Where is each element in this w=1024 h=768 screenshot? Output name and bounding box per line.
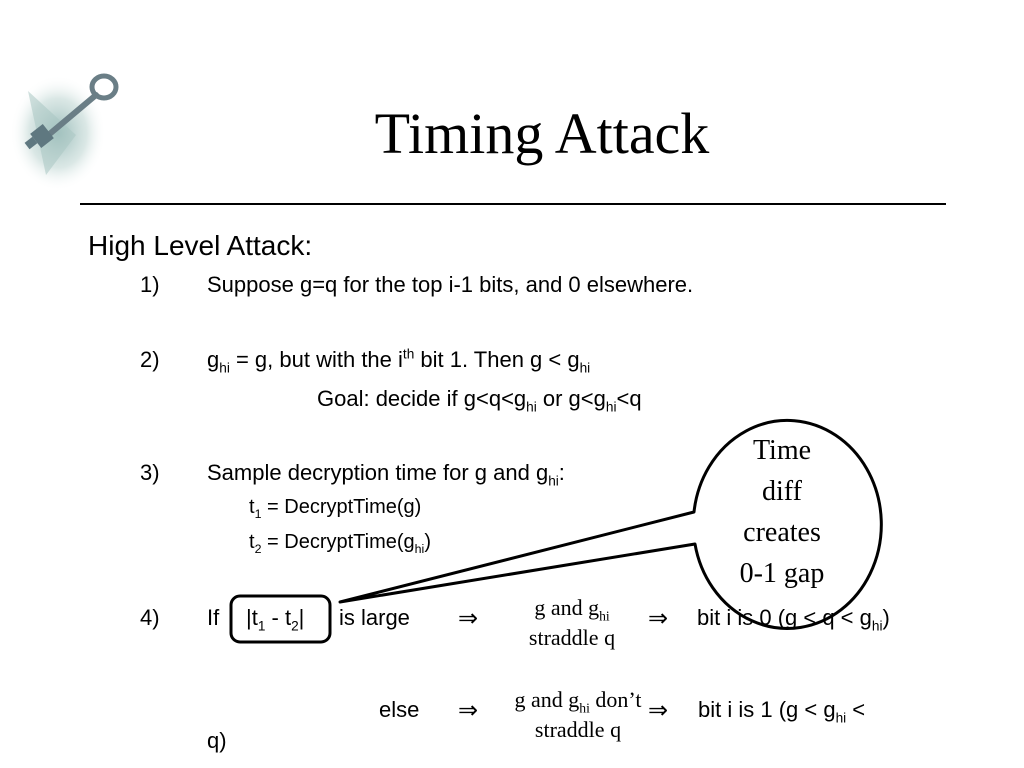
title-divider: [80, 203, 946, 205]
implies-2: ⇒: [648, 606, 669, 632]
implies-3: ⇒: [458, 698, 479, 724]
slide-title: Timing Attack: [374, 101, 710, 166]
step1-number: 1): [140, 272, 160, 297]
callout-text: Time diff creates 0-1 gap: [739, 435, 825, 589]
step2-goal: Goal: decide if g<q<ghi or g<ghi<q: [317, 386, 642, 415]
implies-1: ⇒: [458, 606, 479, 632]
step4-number: 4): [140, 605, 160, 630]
step3-t2: t2 = DecryptTime(ghi): [249, 531, 431, 556]
step2-text: ghi = g, but with the ith bit 1. Then g …: [207, 346, 591, 376]
straddle-label: g and ghi straddle q: [528, 595, 616, 650]
implies-4: ⇒: [648, 698, 669, 724]
is-large: is large: [339, 605, 410, 630]
step3-t1: t1 = DecryptTime(g): [249, 496, 422, 521]
step3-text: Sample decryption time for g and ghi:: [207, 460, 565, 489]
bit0-result: bit i is 0 (g < q < ghi): [697, 605, 890, 634]
step3-number: 3): [140, 460, 160, 485]
heading: High Level Attack:: [88, 230, 313, 261]
step4-if: If: [207, 605, 220, 630]
abs-diff-box: [229, 594, 332, 644]
abs-diff: |t1 - t2|: [246, 605, 305, 634]
else-label: else: [379, 697, 420, 722]
step2-number: 2): [140, 347, 160, 372]
bit1-result-wrap: q): [207, 728, 227, 753]
key-icon: [10, 73, 119, 190]
step1-text: Suppose g=q for the top i-1 bits, and 0 …: [207, 272, 694, 297]
no-straddle-label: g and ghi don’t straddle q: [514, 687, 642, 742]
bit1-result: bit i is 1 (g < ghi <: [698, 697, 866, 726]
